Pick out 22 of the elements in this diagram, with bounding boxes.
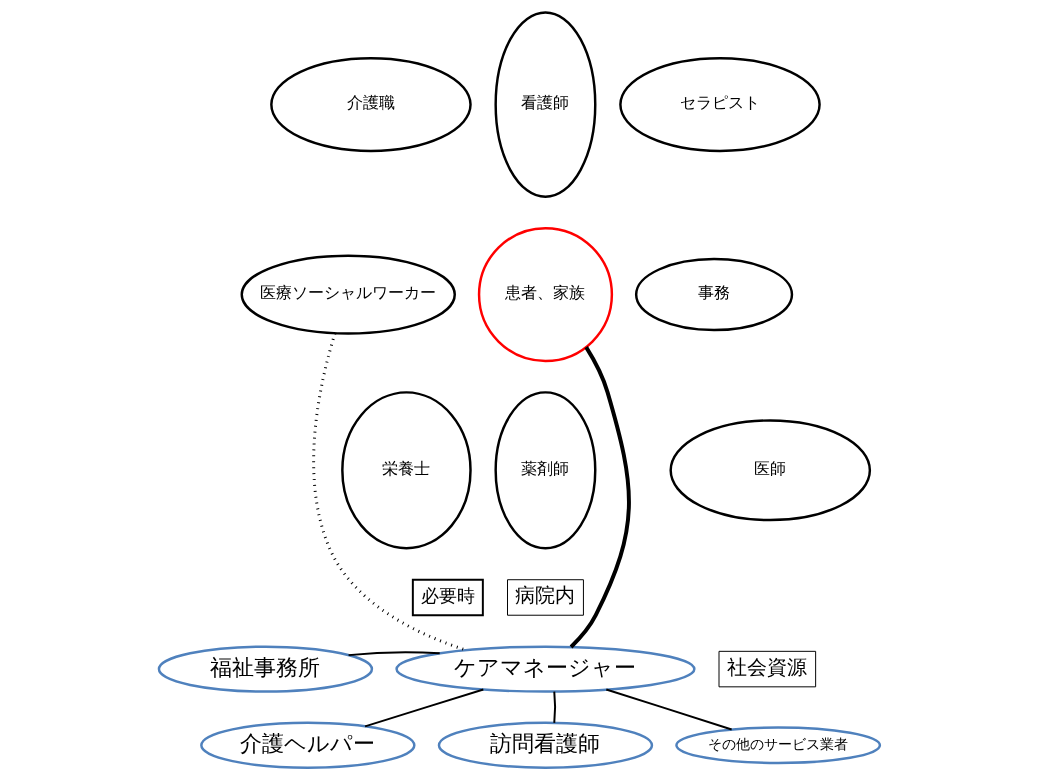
node-ellipse: 介護ヘルパー <box>199 721 416 769</box>
node-ellipse: ケアマネージャー <box>394 645 696 693</box>
connector <box>363 688 484 728</box>
node-box: 病院内 <box>506 579 584 616</box>
node-ellipse: 栄養士 <box>340 391 472 550</box>
node-ellipse: 医師 <box>668 419 871 522</box>
node-ellipse: 訪問看護師 <box>437 721 653 769</box>
connector <box>569 346 631 649</box>
node-ellipse: 事務 <box>634 257 793 332</box>
node-box: 必要時 <box>411 578 484 617</box>
connector <box>347 651 441 657</box>
connector <box>604 688 733 731</box>
node-ellipse: 福祉事務所 <box>157 645 373 693</box>
connector <box>552 690 556 724</box>
node-ellipse: 看護師 <box>493 11 596 199</box>
node-box: 社会資源 <box>718 650 816 688</box>
node-ellipse: その他のサービス業者 <box>674 726 881 765</box>
node-ellipse: 介護職 <box>269 57 472 153</box>
node-ellipse: 薬剤師 <box>493 391 596 550</box>
node-ellipse: 医療ソーシャルワーカー <box>240 254 456 335</box>
node-ellipse: セラピスト <box>618 57 821 153</box>
node-circle: 患者、家族 <box>477 226 613 363</box>
